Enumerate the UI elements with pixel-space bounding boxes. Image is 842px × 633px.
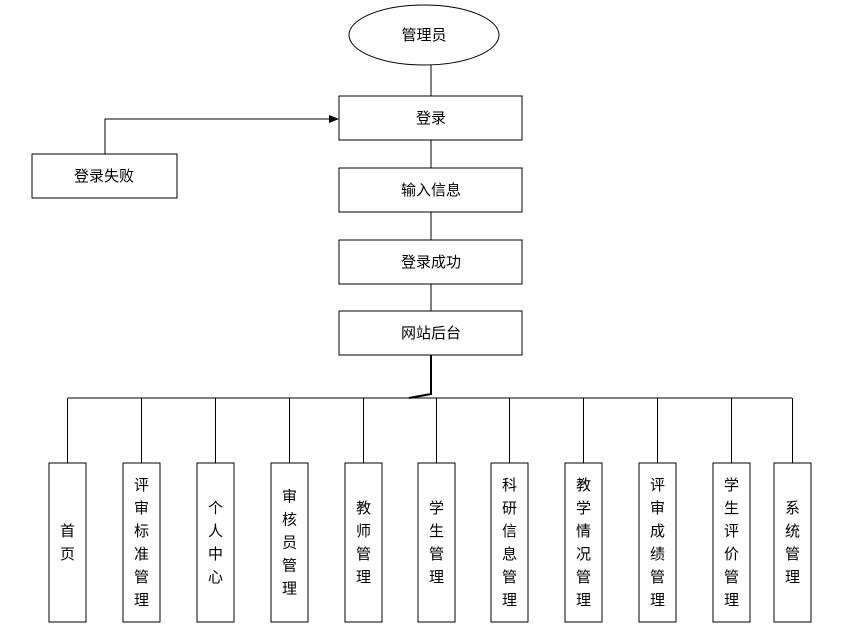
- module-label: 学生评价管理: [724, 476, 739, 609]
- module-box: [564, 462, 603, 623]
- input-info-node: 输入信息: [338, 167, 523, 213]
- role-label: 管理员: [401, 26, 446, 44]
- login-success-node: 登录成功: [338, 239, 523, 285]
- login-box: [338, 95, 523, 141]
- module-label: 审核员管理: [282, 488, 297, 598]
- input-info-box: [338, 167, 523, 213]
- module-box: [773, 462, 812, 623]
- login-label: 登录: [416, 109, 446, 127]
- login-node: 登录: [338, 95, 523, 141]
- module-box: [712, 462, 751, 623]
- module-label: 教学情况管理: [576, 476, 591, 609]
- module-label: 首页: [60, 522, 75, 563]
- backend-label: 网站后台: [401, 324, 461, 342]
- module-label: 评审成绩管理: [650, 476, 665, 609]
- role-node: 管理员: [348, 4, 500, 66]
- input-info-label: 输入信息: [401, 181, 461, 199]
- login-fail-box: [31, 153, 178, 199]
- module-label: 个人中心: [208, 499, 223, 586]
- module-node: 个人中心: [196, 462, 235, 623]
- module-node: 教师管理: [344, 462, 383, 623]
- backend-box: [338, 310, 523, 356]
- module-label: 系统管理: [785, 499, 800, 586]
- module-node: 首页: [48, 462, 87, 623]
- module-label: 学生管理: [429, 499, 444, 586]
- connector-backend-bus: [408, 355, 432, 399]
- login-fail-label: 登录失败: [74, 167, 134, 185]
- module-node: 系统管理: [773, 462, 812, 623]
- module-node: 科研信息管理: [490, 462, 529, 623]
- login-success-box: [338, 239, 523, 285]
- role-ellipse: [348, 4, 500, 66]
- module-box: [490, 462, 529, 623]
- module-box: [196, 462, 235, 623]
- module-node: 评审标准管理: [122, 462, 161, 623]
- module-box: [48, 462, 87, 623]
- module-label: 评审标准管理: [134, 476, 149, 609]
- connector-fail-to-login: [104, 115, 339, 154]
- module-label: 教师管理: [356, 499, 371, 586]
- module-box: [122, 462, 161, 623]
- login-success-label: 登录成功: [401, 253, 461, 271]
- module-node: 学生管理: [417, 462, 456, 623]
- module-connectors: [67, 398, 793, 463]
- module-label: 科研信息管理: [502, 476, 517, 609]
- module-node: 学生评价管理: [712, 462, 751, 623]
- module-node: 评审成绩管理: [638, 462, 677, 623]
- module-nodes: 首页 评审标准管理 个人中心 审核员管理 教师管理 学生管理 科研信息管理 教学情况管理 评审成…: [48, 462, 812, 623]
- module-box: [344, 462, 383, 623]
- module-box: [638, 462, 677, 623]
- module-box: [270, 462, 309, 623]
- backend-node: 网站后台: [338, 310, 523, 356]
- module-box: [417, 462, 456, 623]
- module-node: 教学情况管理: [564, 462, 603, 623]
- module-node: 审核员管理: [270, 462, 309, 623]
- login-fail-node: 登录失败: [31, 153, 178, 199]
